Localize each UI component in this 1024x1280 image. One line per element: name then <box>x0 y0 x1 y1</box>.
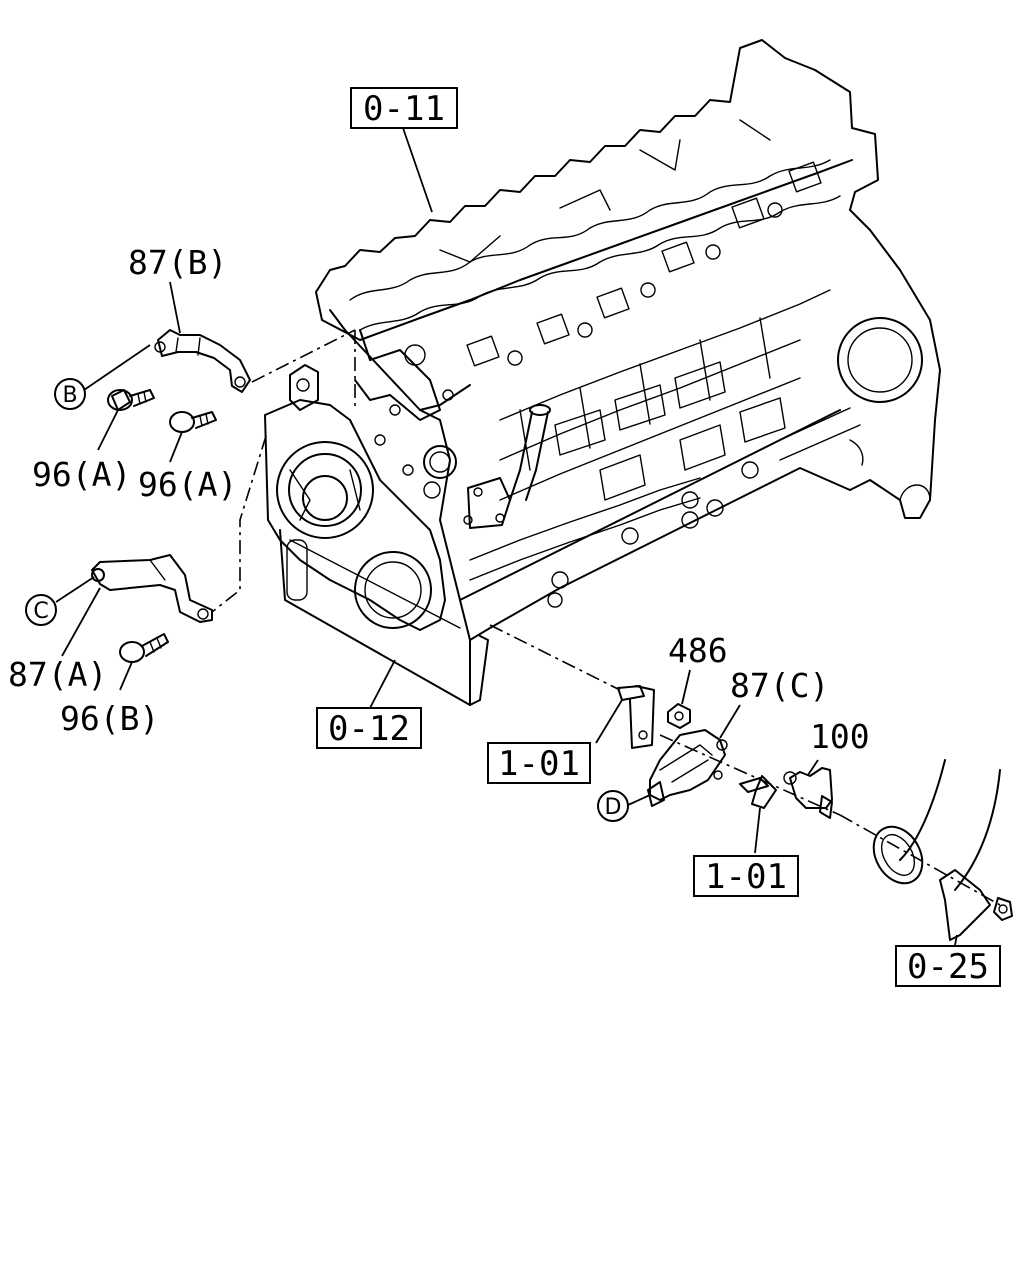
nut-486-drawing <box>667 703 691 729</box>
bracket-87b-drawing <box>154 329 251 393</box>
mount-bracket-87c-drawing <box>647 729 728 807</box>
leader-lines <box>55 127 958 946</box>
part-label-96b: 96(B) <box>60 699 159 738</box>
part-label-486: 486 <box>668 631 728 670</box>
part-label-87a: 87(A) <box>8 655 107 694</box>
part-label-100: 100 <box>810 717 870 756</box>
marker-c: C <box>25 594 57 626</box>
stud-bracket-drawing <box>617 685 655 749</box>
part-label-87b: 87(B) <box>128 243 227 282</box>
flywheel-housing-mount-drawing <box>872 759 1013 941</box>
bolt-96b-drawing <box>119 633 169 663</box>
ref-box-0-25: 0-25 <box>895 945 1001 987</box>
marker-b: B <box>54 378 86 410</box>
engine-block-drawing <box>264 39 941 706</box>
ref-box-1-01-lower: 1-01 <box>693 855 799 897</box>
bolt-96a-lower-drawing <box>169 411 217 433</box>
marker-b-text: B <box>62 383 77 408</box>
ref-box-1-01-upper: 1-01 <box>487 742 591 784</box>
ref-0-11-text: 0-11 <box>363 89 445 129</box>
bracket-87a-drawing <box>91 554 213 623</box>
marker-d-text: D <box>605 795 622 820</box>
marker-d: D <box>597 790 629 822</box>
ref-1-01-upper-text: 1-01 <box>498 744 580 784</box>
assembly-centerlines <box>211 329 1001 906</box>
ref-0-12-text: 0-12 <box>328 709 410 749</box>
bolt-mount-drawing <box>739 775 777 809</box>
part-label-87c: 87(C) <box>730 666 829 705</box>
ref-box-0-11: 0-11 <box>350 87 458 129</box>
bolt-96a-upper-drawing <box>107 389 155 411</box>
part-label-96a-left: 96(A) <box>32 455 131 494</box>
marker-c-text: C <box>33 599 48 624</box>
ref-1-01-lower-text: 1-01 <box>705 857 787 897</box>
ref-0-25-text: 0-25 <box>907 947 989 987</box>
part-label-96a-right: 96(A) <box>138 465 237 504</box>
ref-box-0-12: 0-12 <box>316 707 422 749</box>
